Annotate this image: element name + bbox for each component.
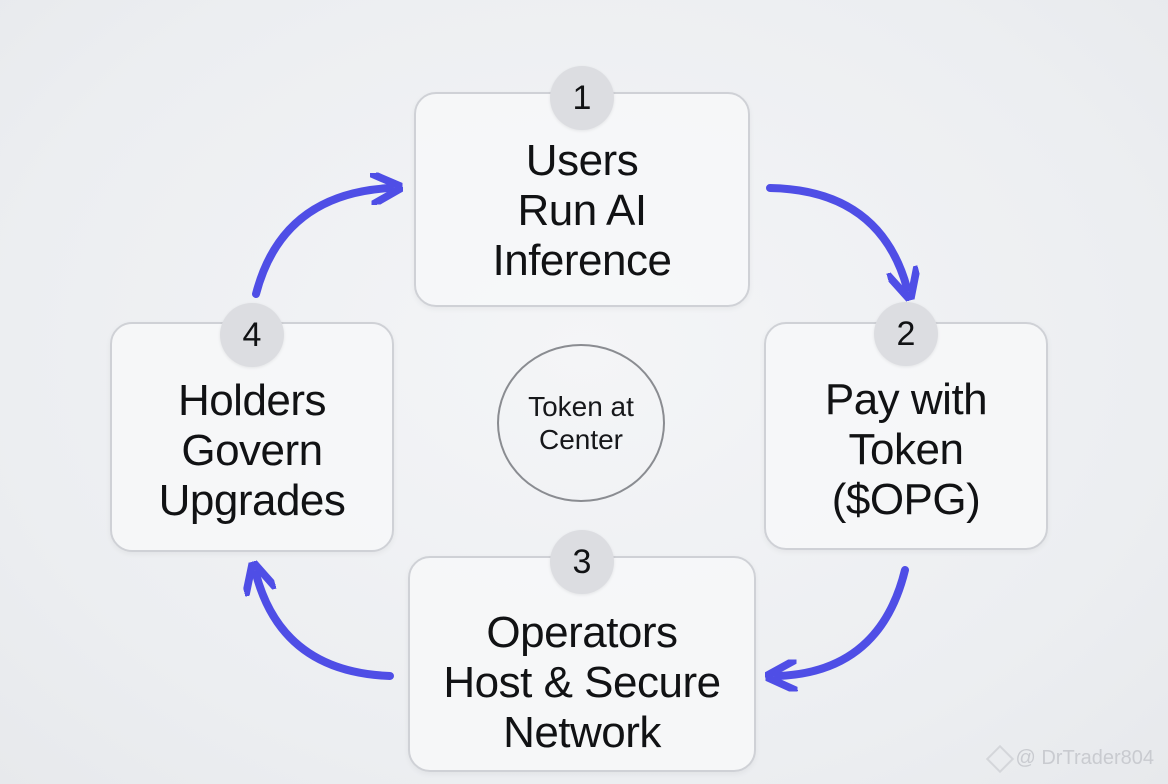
step-2-line-3: ($OPG)	[831, 475, 981, 524]
arrow-2-to-3	[778, 566, 909, 676]
watermark-text: @ DrTrader804	[1015, 747, 1155, 769]
arrow-4-to-1	[252, 188, 390, 298]
step-1-badge: 1	[550, 66, 614, 130]
center-token-circle: Token at Center	[497, 344, 665, 502]
step-2-badge: 2	[874, 302, 938, 366]
step-1-label: Users Run AI Inference	[493, 114, 672, 286]
step-4-badge: 4	[220, 303, 284, 367]
step-3-line-3: Network	[503, 708, 661, 757]
step-box-2: Pay with Token ($OPG)	[764, 322, 1048, 550]
step-2-line-2: Token	[848, 425, 964, 474]
step-3-label: Operators Host & Secure Network	[443, 570, 721, 758]
step-1-line-1: Users	[525, 135, 639, 185]
arrow-1-to-2	[766, 184, 907, 288]
step-3-line-1: Operators	[486, 608, 678, 657]
center-line-1: Token at	[528, 391, 634, 422]
step-3-badge: 3	[550, 530, 614, 594]
step-box-3: Operators Host & Secure Network	[408, 556, 756, 772]
step-2-line-1: Pay with	[824, 375, 988, 424]
step-2-label: Pay with Token ($OPG)	[824, 347, 988, 525]
step-1-line-3: Inference	[492, 235, 672, 285]
step-4-line-1: Holders	[177, 376, 327, 425]
arrow-3-to-4	[256, 574, 394, 680]
step-4-label: Holders Govern Upgrades	[159, 348, 346, 526]
step-4-line-2: Govern	[181, 426, 323, 475]
step-3-line-2: Host & Secure	[443, 658, 721, 707]
step-4-line-3: Upgrades	[158, 476, 346, 525]
center-label: Token at Center	[528, 390, 634, 456]
step-1-line-2: Run AI	[517, 185, 647, 235]
diamond-logo-icon	[985, 744, 1014, 773]
watermark: @ DrTrader804	[985, 744, 1155, 773]
center-line-2: Center	[538, 424, 624, 455]
